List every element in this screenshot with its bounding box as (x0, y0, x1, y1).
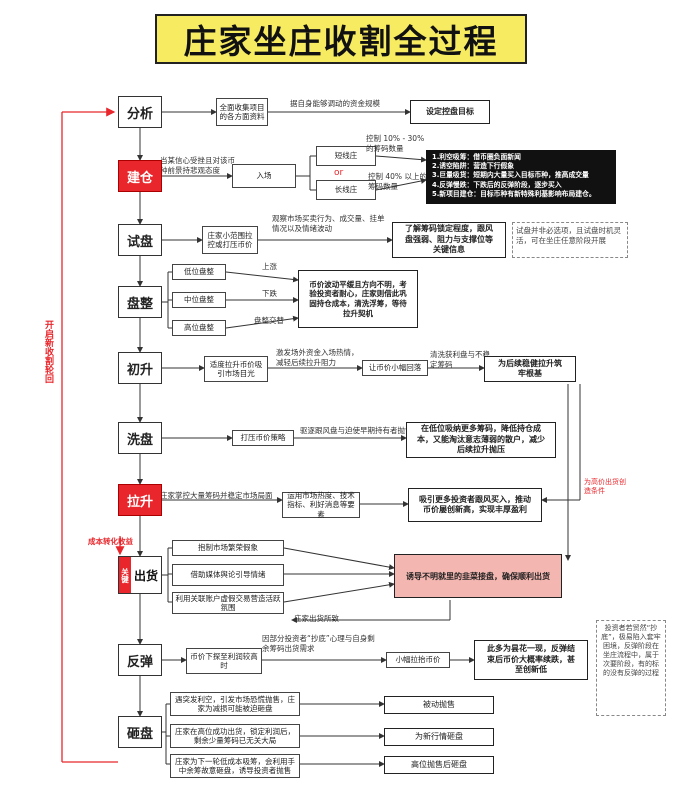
test-note: 试盘并非必选项，且试盘时机灵活，可在坐庄任意阶段开展 (512, 222, 628, 258)
analysis-collect-box: 全面收集项目的各方面资料 (216, 98, 268, 126)
stage-initial-rise: 初升 (118, 352, 162, 384)
smash-result-box: 高位抛售后砸盘 (384, 756, 494, 774)
build-method-item: 5.新项目建仓：目标币种有新特殊利基影响布局建仓。 (432, 189, 596, 198)
consolidate-up-label: 上涨 (262, 262, 277, 271)
wash-result-box: 在低位吸纳更多筹码，降低持仓成本，又能淘汰意志薄弱的散户，减少后续拉升抛压 (406, 422, 556, 458)
build-or-text: or (334, 168, 344, 178)
build-short-box: 短线庄 (316, 146, 376, 166)
build-methods-box: 1.利空吸筹：借币圈负面新闻 2.诱空陷阱：营造下行假象 3.巨量吸货：短期内大… (426, 150, 616, 204)
stage-wash: 洗盘 (118, 422, 162, 454)
rebound-low-box: 币价下探至利润较高时 (186, 648, 262, 674)
build-method-item: 3.巨量吸货：短期内大量买入目标币种，推高成交量 (432, 171, 589, 180)
build-method-item: 2.诱空陷阱：营造下行假象 (432, 162, 515, 171)
build-long-box: 长线庄 (316, 180, 376, 200)
test-observe-text: 观察市场买卖行为、成交量、挂单情况以及情绪波动 (272, 214, 385, 233)
rise-drop-box: 让币价小幅回落 (362, 360, 428, 376)
stage-pull-up: 拉升 (118, 484, 162, 516)
rebound-reason-text: 因部分投资者“抄底”心理与自身剩余筹码出货需求 (262, 634, 375, 653)
rise-attract-text: 激发场外资金入场热情，减轻后续拉升阻力 (276, 348, 359, 367)
loop-label: 开启新收割轮回 (43, 320, 53, 383)
rebound-result-box: 此多为昙花一现，反弹结束后币价大概率续跌，甚至创新低 (474, 640, 588, 680)
ship-result-box: 诱导不明就里的韭菜接盘，确保顺利出货 (394, 554, 562, 598)
rise-clean-text: 清洗获利盘与不稳定筹码 (430, 350, 490, 369)
stage-build: 建仓 (118, 160, 162, 192)
consolidate-range-label: 盘整交替 (254, 316, 284, 325)
pullup-cost-label: 成本转化收益 (88, 537, 133, 546)
pullup-left-text: 庄家掌控大量筹码并稳定市场局面 (160, 491, 273, 500)
stage-rebound: 反弹 (118, 644, 162, 676)
analysis-capital-text: 据自身能够调动的资金规模 (290, 99, 380, 108)
consolidate-result-box: 币价波动平缓且方向不明，考验投资者耐心，庄家则借此巩固持仓成本，清洗浮筹，等待拉… (298, 270, 418, 328)
page-title: 庄家坐庄收割全过程 (155, 14, 527, 64)
consolidate-down-label: 下跌 (262, 289, 277, 298)
smash-item-box: 遇突发利空，引发市场恐慌抛售，庄家为减损可能被迫砸盘 (170, 692, 300, 716)
rebound-lift-box: 小幅拉抬币价 (386, 652, 450, 668)
build-method-item: 4.反弹慢跌：下跌后的反弹阶段，逐步买入 (432, 180, 562, 189)
rebound-note: 投资者若贸然“抄底”，极易陷入套牢困境，反弹阶段在坐庄流程中，属于次要阶段，有的… (596, 620, 666, 716)
build-enter-box: 入场 (232, 164, 296, 188)
stage-smash: 砸盘 (118, 716, 162, 748)
consolidate-low-box: 低位盘整 (172, 264, 226, 280)
analysis-target-box: 设定控盘目标 (410, 100, 490, 124)
build-method-item: 1.利空吸筹：借币圈负面新闻 (432, 153, 521, 161)
rise-result-box: 为后续稳健拉升筑牢根基 (484, 356, 576, 382)
smash-result-box: 被动抛售 (384, 696, 494, 714)
test-control-box: 庄家小范围拉控或打压币价 (202, 226, 258, 254)
stage-consolidate: 盘整 (118, 286, 162, 318)
stage-ship-key-label: 关键 (119, 557, 131, 593)
smash-item-box: 庄家在高位成功出货，锁定利润后，剩余少量筹码已无关大局 (170, 724, 300, 748)
stage-ship: 出货 (133, 568, 158, 583)
test-result-box: 了解筹码锁定程度，跟风盘强弱、阻力与支撑位等关键信息 (392, 222, 506, 258)
wash-side-note: 为高价出货创造条件 (584, 478, 626, 496)
build-long-ctrl: 控制 40% 以上的筹码数量 (368, 172, 427, 191)
ship-item-box: 利用关联账户虚假交易营造活跃氛围 (172, 592, 284, 614)
ship-after-text: 庄家出货所致 (294, 614, 339, 623)
wash-press-box: 打压币价策略 (232, 430, 294, 446)
pullup-result-box: 吸引更多投资者跟风买入，推动币价屡创新高，实现丰厚盈利 (408, 488, 542, 522)
smash-result-box: 为新行情砸盘 (384, 728, 494, 746)
consolidate-mid-box: 中位盘整 (172, 292, 226, 308)
smash-item-box: 庄家为下一轮低成本吸筹，会利用手中余筹故意砸盘，诱导投资者抛售 (170, 754, 300, 778)
ship-item-box: 抱制市场繁荣假象 (172, 540, 284, 556)
wash-expel-text: 驱逐跟风盘与迫使早期持有者抛售 (300, 426, 413, 435)
build-short-ctrl: 控制 10% - 30% 的筹码数量 (366, 134, 425, 153)
stage-analysis: 分析 (118, 96, 162, 128)
pullup-tools-box: 运用市场热度、技术指标、利好消息等要素 (282, 491, 360, 519)
stage-ship-group: 关键 出货 (118, 556, 162, 594)
build-left-text: 当某信心受挫且对该币种前景持悲观态度 (160, 156, 235, 175)
rise-lift-box: 适度拉升币价吸引市场目光 (204, 356, 268, 382)
ship-item-box: 借助媒体舆论引导情绪 (172, 564, 284, 586)
stage-test: 试盘 (118, 224, 162, 256)
consolidate-high-box: 高位盘整 (172, 320, 226, 336)
